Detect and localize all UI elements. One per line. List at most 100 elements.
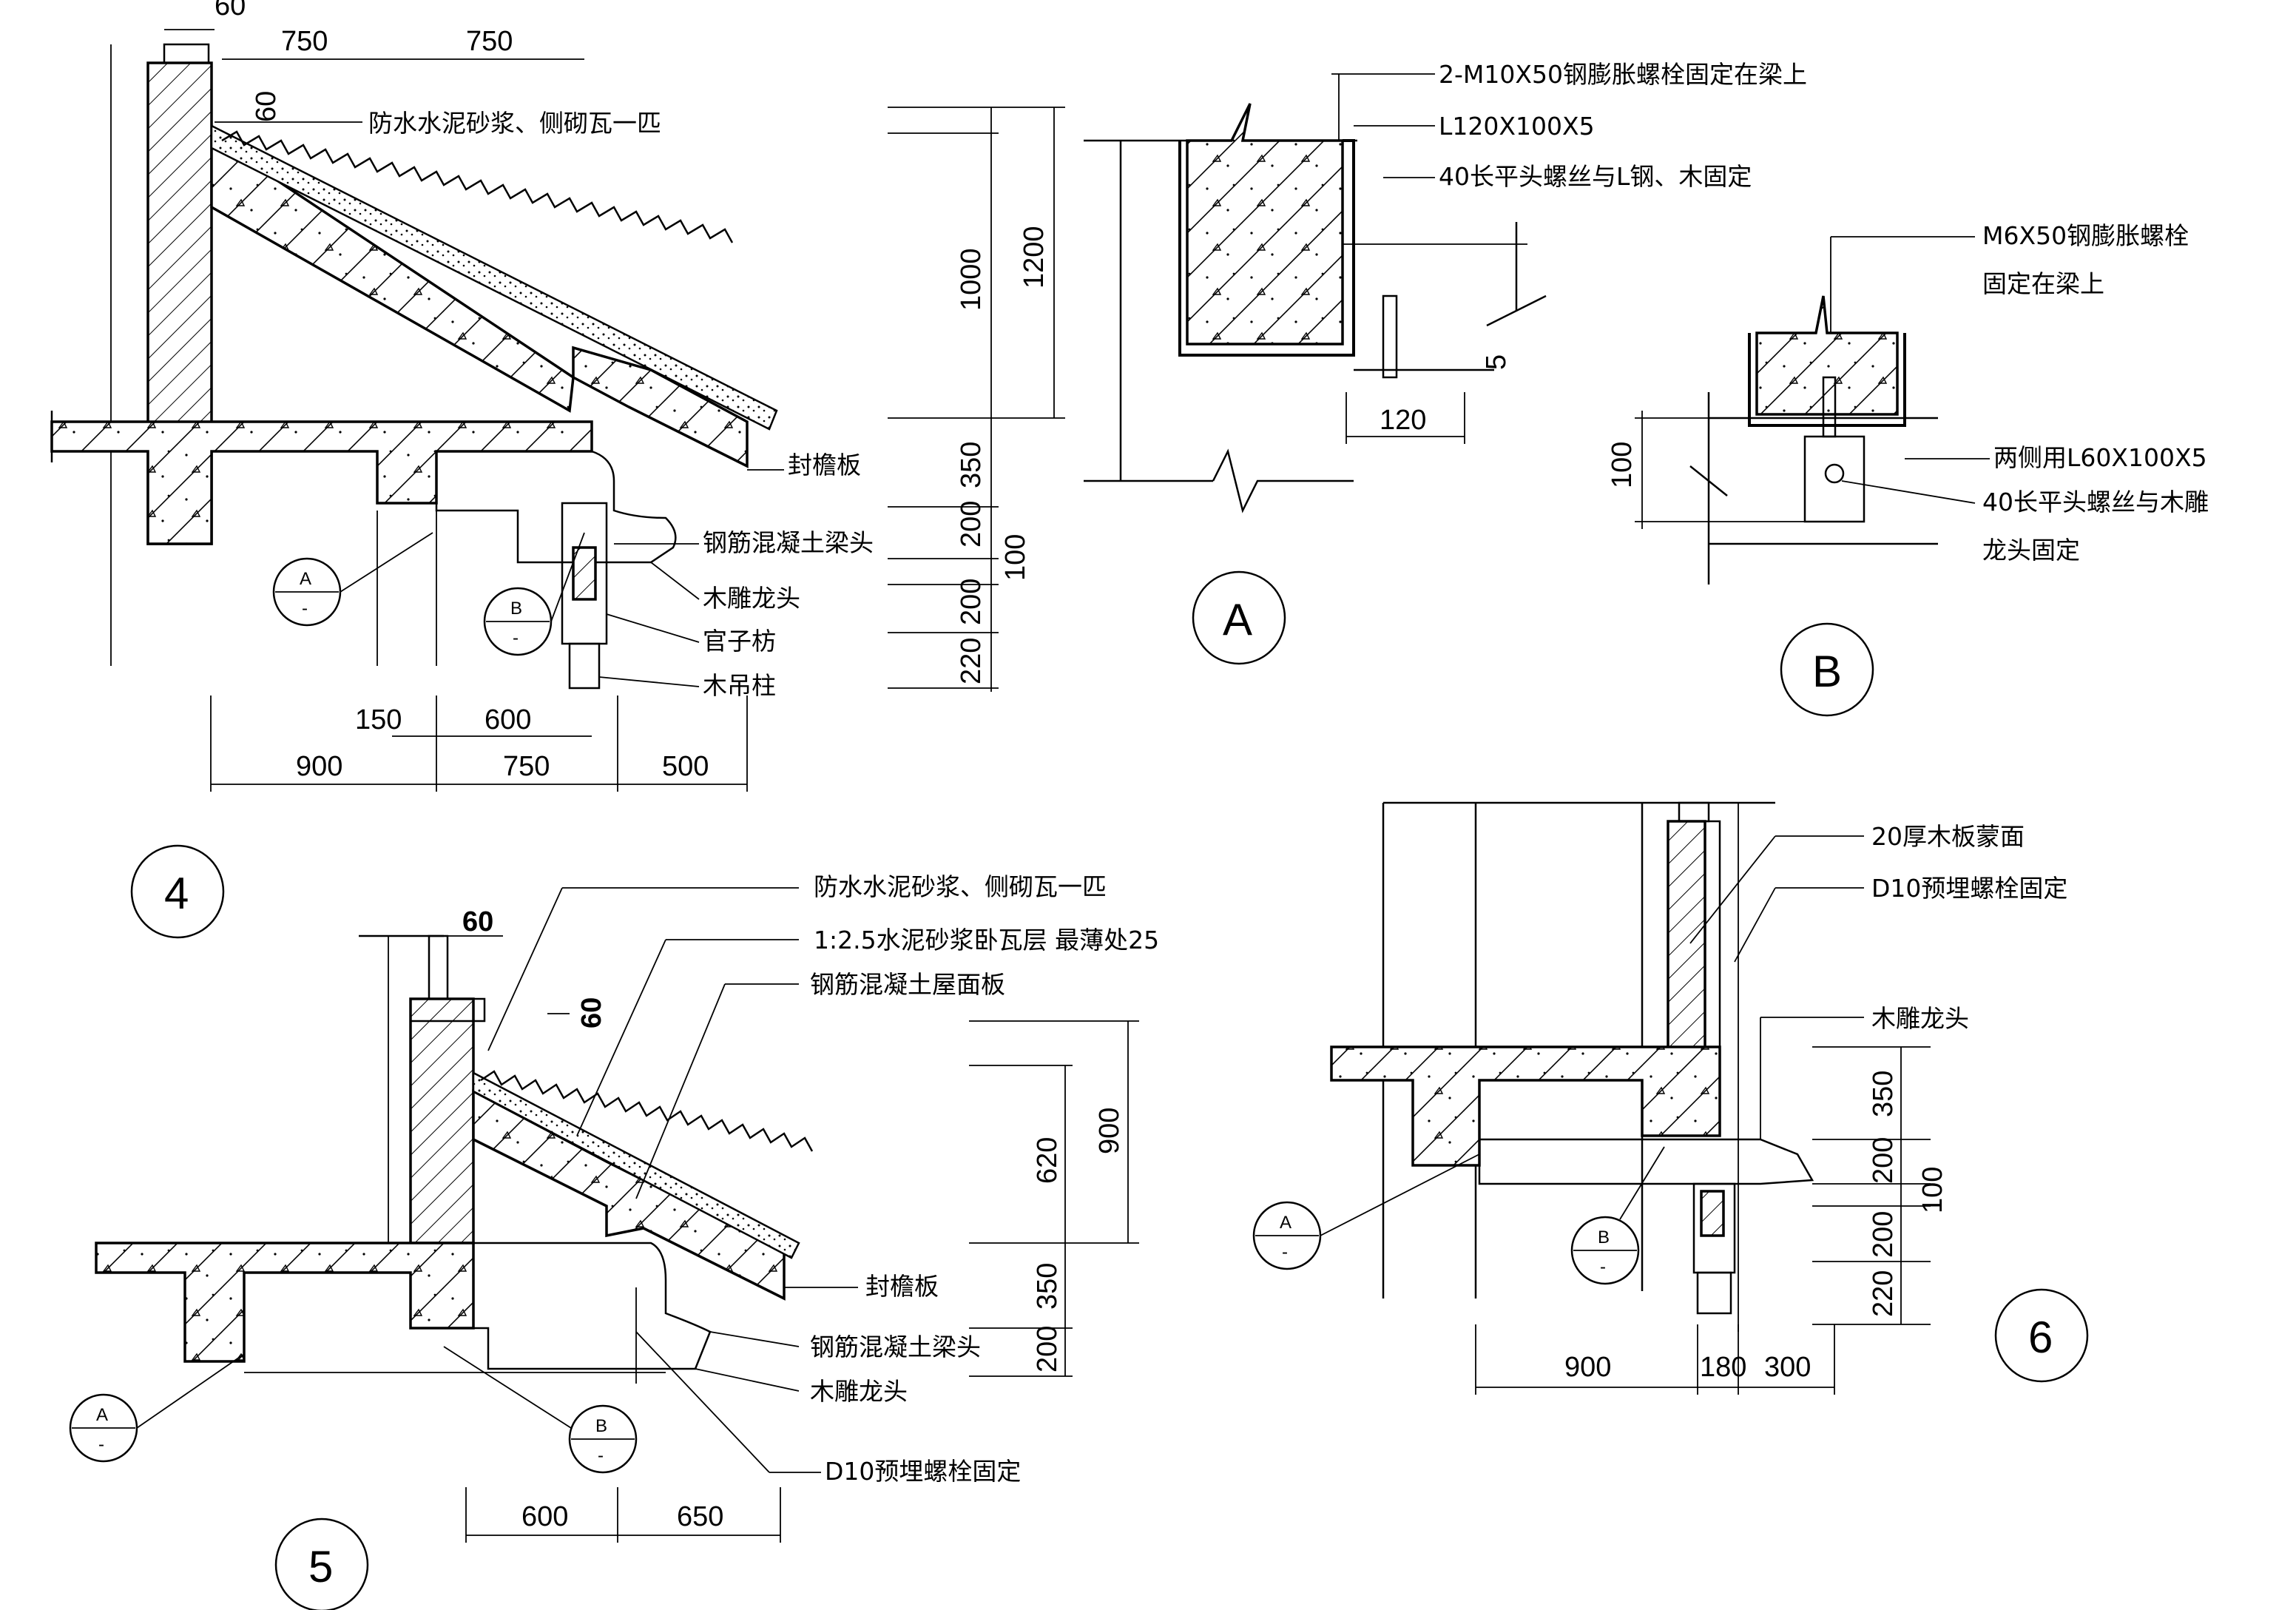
beam-head <box>435 450 677 564</box>
detail-a-marker-label: A <box>1223 595 1252 644</box>
dragon-head-b <box>1803 435 1866 523</box>
dim-6-300: 300 <box>1764 1352 1811 1383</box>
dim-100: 100 <box>1000 534 1031 581</box>
callout-b-sub: - <box>513 628 519 648</box>
dim-350: 350 <box>956 442 987 488</box>
detail-a-marker <box>1192 570 1286 665</box>
callout-6-b[interactable] <box>1570 1216 1640 1285</box>
dim-6-900: 900 <box>1564 1352 1611 1383</box>
detail-b-marker <box>1780 622 1874 717</box>
callout-6-b-sub: - <box>1600 1257 1606 1277</box>
note-5-fascia: 封檐板 <box>865 1272 939 1301</box>
dim-1000: 1000 <box>956 248 987 311</box>
detail-4-marker-label: 4 <box>164 869 189 918</box>
note-5-mortar: 1:2.5水泥砂浆卧瓦层 最薄处25 <box>814 926 1159 954</box>
callout-6-a-sub: - <box>1282 1242 1288 1262</box>
note-b-screw-1: 40长平头螺丝与木雕 <box>1982 488 2209 516</box>
floor-slab <box>50 420 593 545</box>
dim-220: 220 <box>956 638 987 684</box>
detail-6-marker-label: 6 <box>2028 1313 2053 1362</box>
dim-5-60-a: 60 <box>462 906 493 937</box>
concrete-beam <box>1186 103 1344 346</box>
callout-a-letter: A <box>300 569 311 589</box>
dim-5: 5 <box>1481 354 1512 370</box>
beam-head-5 <box>472 1242 712 1370</box>
note-5-slab: 钢筋混凝土屋面板 <box>810 970 1005 999</box>
roof-tiles <box>221 130 734 243</box>
dim-6-200-a: 200 <box>1868 1137 1899 1184</box>
dim-6-220: 220 <box>1868 1270 1899 1317</box>
dim-750: 750 <box>503 751 550 782</box>
dim-150: 150 <box>355 704 402 735</box>
note-5-waterproof: 防水水泥砂浆、侧砌瓦一匹 <box>814 872 1107 901</box>
dim-6-350: 350 <box>1868 1071 1899 1117</box>
detail-6: 20厚木板蒙面 D10预埋螺栓固定 木雕龙头 350 200 100 200 2… <box>1252 801 2089 1395</box>
callout-5-b[interactable] <box>568 1404 638 1474</box>
callout-b-letter: B <box>510 599 522 619</box>
dim-5-650: 650 <box>677 1501 723 1532</box>
note-b-bolt-1: M6X50钢膨胀螺栓 <box>1982 221 2189 250</box>
dim-900: 900 <box>296 751 342 782</box>
note-b-angle: 两侧用L60X100X5 <box>1993 443 2207 472</box>
detail-5-marker-label: 5 <box>308 1542 333 1592</box>
tile-layer-5 <box>472 1071 800 1259</box>
note-fascia: 封檐板 <box>788 451 861 479</box>
dim-5-350: 350 <box>1032 1263 1063 1310</box>
note-6-bolt: D10预埋螺栓固定 <box>1871 874 2067 903</box>
roof-slab <box>210 134 575 413</box>
parapet-5 <box>409 997 475 1244</box>
dim-6-100: 100 <box>1917 1167 1948 1213</box>
detail-a: 2-M10X50钢膨胀螺栓固定在梁上 L120X100X5 40长平头螺丝与L钢… <box>1084 60 1807 665</box>
beam-6 <box>1478 1138 1814 1185</box>
note-b-bolt-2: 固定在梁上 <box>1982 269 2104 298</box>
dim-6-180: 180 <box>1700 1352 1746 1383</box>
eave-end <box>572 346 749 468</box>
note-angle: L120X100X5 <box>1439 112 1595 141</box>
note-5-dragon: 木雕龙头 <box>810 1377 908 1406</box>
hanging-post <box>568 642 601 690</box>
floor-slab-5 <box>95 1242 475 1363</box>
concrete-beam-b <box>1755 295 1899 416</box>
detail-4: 60 750 750 60 防水水泥砂浆、侧砌瓦一匹 封檐板 钢筋混凝土梁头 木… <box>50 0 1065 939</box>
dim-200-b: 200 <box>956 579 987 625</box>
slab-6 <box>1330 1045 1721 1167</box>
detail-5-marker <box>274 1518 369 1610</box>
callout-a-sub: - <box>302 599 308 619</box>
dim-750-a: 750 <box>281 26 328 57</box>
dim-6-200-b: 200 <box>1868 1211 1899 1258</box>
detail-4-marker <box>130 844 225 939</box>
callout-5-a-letter: A <box>96 1405 108 1425</box>
note-guanzifang: 官子枋 <box>703 627 776 656</box>
dim-200-a: 200 <box>956 501 987 548</box>
roof-tile-layer <box>210 124 778 431</box>
note-5-bolt: D10预埋螺栓固定 <box>825 1457 1021 1486</box>
callout-5-b-letter: B <box>595 1416 607 1436</box>
note-beam-head: 钢筋混凝土梁头 <box>703 528 874 557</box>
dim-5-900: 900 <box>1094 1108 1125 1154</box>
dim-500: 500 <box>662 751 709 782</box>
detail-6-marker <box>1994 1288 2089 1383</box>
detail-b-marker-label: B <box>1812 647 1842 696</box>
dim-120: 120 <box>1380 405 1426 436</box>
dim-5-600: 600 <box>521 1501 568 1532</box>
dim-5-620: 620 <box>1032 1137 1063 1184</box>
note-screws: 40长平头螺丝与L钢、木固定 <box>1439 162 1752 191</box>
dim-600: 600 <box>484 704 531 735</box>
detail-b: M6X50钢膨胀螺栓 固定在梁上 两侧用L60X100X5 40长平头螺丝与木雕… <box>1607 221 2209 717</box>
note-hanging-post: 木吊柱 <box>703 671 776 700</box>
callout-6-b-letter: B <box>1598 1227 1610 1247</box>
dim-5-60-b: 60 <box>576 997 607 1028</box>
detail-5: 防水水泥砂浆、侧砌瓦一匹 1:2.5水泥砂浆卧瓦层 最薄处25 钢筋混凝土屋面板… <box>69 872 1159 1610</box>
note-waterproof: 防水水泥砂浆、侧砌瓦一匹 <box>368 109 661 138</box>
dim-60: 60 <box>215 0 246 21</box>
note-dragon: 木雕龙头 <box>703 584 800 613</box>
callout-6-a-letter: A <box>1280 1213 1292 1233</box>
note-6-board: 20厚木板蒙面 <box>1871 822 2025 851</box>
note-b-screw-2: 龙头固定 <box>1982 536 2080 565</box>
dim-5-200: 200 <box>1032 1326 1063 1372</box>
carving-block <box>572 546 597 601</box>
dim-1200: 1200 <box>1019 226 1050 289</box>
note-6-dragon: 木雕龙头 <box>1871 1004 1969 1033</box>
dim-b-100: 100 <box>1607 442 1638 488</box>
